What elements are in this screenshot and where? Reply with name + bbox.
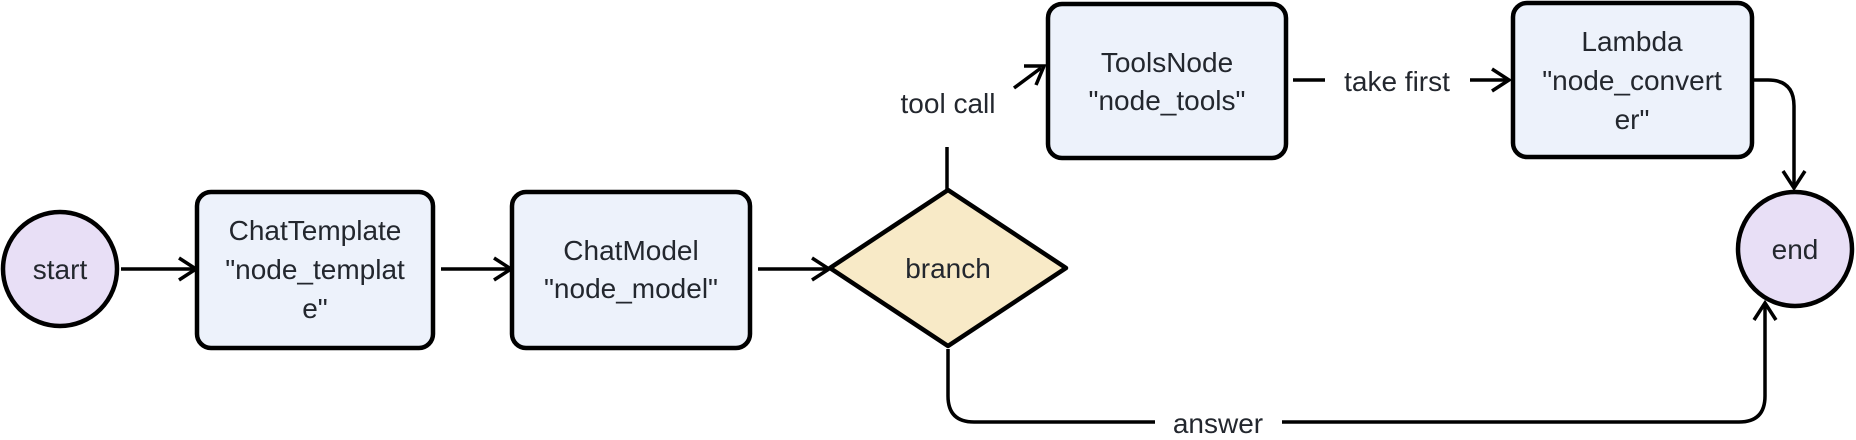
- chat-template-line3: e": [302, 293, 328, 324]
- edge-line-curved: [1752, 78, 1796, 185]
- end-label: end: [1772, 234, 1819, 265]
- node-lambda-converter: Lambda "node_convert er": [1510, 0, 1755, 160]
- node-start: start: [0, 209, 120, 329]
- chat-model-line1: ChatModel: [563, 235, 698, 266]
- lambda-converter-line1: Lambda: [1581, 26, 1683, 57]
- edge-tools-to-converter: take first: [1293, 66, 1513, 97]
- tools-node-line2: "node_tools": [1089, 85, 1246, 116]
- edge-line-diagonal: [1012, 66, 1043, 90]
- chat-template-box: [194, 189, 436, 351]
- edge-template-to-model: [441, 256, 515, 282]
- edge-converter-to-end: [1752, 78, 1807, 192]
- edge-line-right: [1282, 306, 1767, 424]
- nodes-layer: start ChatTemplate "node_templat e" Chat…: [0, 0, 1855, 351]
- start-label: start: [33, 254, 88, 285]
- edge-model-to-branch: [758, 256, 833, 282]
- node-chat-model: ChatModel "node_model": [509, 189, 753, 351]
- arrowhead-up-icon: [1752, 299, 1778, 321]
- edges-layer: tool call take first answer: [121, 64, 1807, 439]
- arrowhead-upright-icon: [1024, 64, 1047, 86]
- arrowhead-down-icon: [1781, 170, 1807, 192]
- edge-start-to-template: [121, 256, 200, 282]
- node-chat-template: ChatTemplate "node_templat e": [194, 189, 436, 351]
- chat-model-line2: "node_model": [544, 273, 718, 304]
- edge-branch-to-end: answer: [946, 299, 1778, 439]
- start-circle: [0, 209, 120, 329]
- arrowhead-right-icon: [1491, 67, 1513, 93]
- tools-node-line1: ToolsNode: [1101, 47, 1233, 78]
- edge-branch-to-tools: tool call: [901, 64, 1047, 190]
- branch-label: branch: [905, 253, 991, 284]
- node-branch: branch: [827, 187, 1069, 349]
- edge-label-tool-call: tool call: [901, 88, 996, 119]
- edge-label-answer: answer: [1173, 408, 1263, 439]
- lambda-converter-line3: er": [1615, 104, 1650, 135]
- node-tools: ToolsNode "node_tools": [1045, 1, 1289, 161]
- branch-diamond: [827, 187, 1069, 349]
- tools-node-box: [1045, 1, 1289, 161]
- edge-label-take-first: take first: [1344, 66, 1450, 97]
- node-end: end: [1735, 189, 1855, 309]
- chat-template-line2: "node_templat: [225, 254, 405, 285]
- lambda-converter-box: [1510, 0, 1755, 160]
- edge-line-left: [946, 349, 1155, 424]
- chat-model-box: [509, 189, 753, 351]
- chat-template-line1: ChatTemplate: [229, 215, 402, 246]
- end-circle: [1735, 189, 1855, 309]
- lambda-converter-line2: "node_convert: [1542, 65, 1722, 96]
